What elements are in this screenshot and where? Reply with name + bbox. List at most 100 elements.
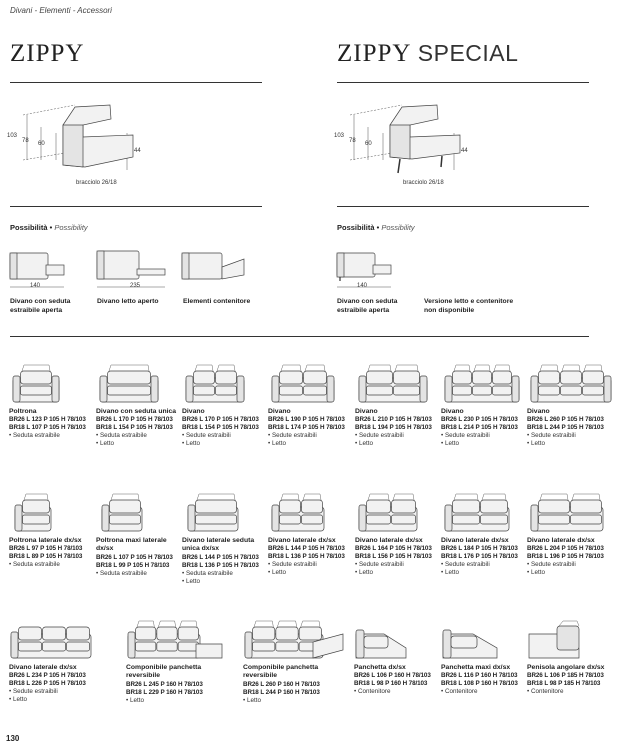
- corner-back: [556, 625, 580, 651]
- product-drawing: [530, 364, 612, 403]
- option-pullout-seat-drawing: [336, 252, 392, 288]
- product-name: Divano laterale dx/sx: [527, 537, 595, 544]
- product-dimensions: BR18 L 99 P 105 H 78/103: [96, 561, 170, 569]
- option-caption: Divano letto aperto: [97, 298, 159, 305]
- product-name: Divano: [527, 408, 550, 415]
- product-dimensions: BR26 L 245 P 160 H 78/103: [126, 680, 203, 688]
- product-dimensions: BR26 L 260 P 105 H 78/103: [527, 416, 604, 424]
- back-cushion: [22, 499, 50, 514]
- seat-cushion: [20, 385, 52, 396]
- sofa-arm: [150, 375, 159, 403]
- headrest: [367, 364, 392, 372]
- product-dimensions: BR18 L 136 P 105 H 78/103: [182, 561, 259, 569]
- sofa-arm: [530, 375, 539, 403]
- product-drawing: [12, 364, 60, 403]
- product-feature: • Letto: [441, 569, 459, 577]
- product-drawing: [10, 626, 92, 659]
- product-dimensions: BR18 L 136 P 105 H 78/103: [268, 553, 345, 561]
- divider: [10, 82, 262, 83]
- product-dimensions: BR26 L 106 P 185 H 78/103: [527, 672, 604, 680]
- sofa-armrest: [389, 124, 411, 160]
- headrest: [493, 364, 511, 372]
- back-cushion: [275, 626, 299, 641]
- back-cushion: [560, 370, 582, 385]
- dim-label: 78: [349, 138, 356, 144]
- seat-cushion: [107, 385, 151, 396]
- headrest: [571, 493, 601, 501]
- seat-cushion: [480, 514, 508, 525]
- back-cushion: [570, 499, 602, 514]
- back-cushion: [452, 370, 472, 385]
- sofa-arm: [442, 629, 452, 659]
- divider: [10, 336, 589, 337]
- sofa-arm: [99, 375, 108, 403]
- product-name: Divano laterale dx/sx: [355, 537, 423, 544]
- product-name: Poltrona laterale dx/sx: [9, 537, 82, 544]
- seat-cushion: [366, 385, 393, 396]
- option-caption: Divano con seduta estraibile aperta: [10, 298, 71, 314]
- dim-label: 235: [130, 283, 141, 289]
- product-feature: • Seduta estraibile: [9, 561, 60, 569]
- product-name: Divano: [182, 408, 205, 415]
- dim-label: 60: [365, 141, 372, 147]
- headrest: [194, 364, 214, 372]
- sofa-arm: [358, 504, 367, 532]
- product-dimensions: BR18 L 107 P 105 H 78/103: [9, 424, 86, 432]
- page-title-zippy: ZIPPY: [10, 40, 85, 67]
- product-name: Divano laterale seduta unica dx/sx: [182, 537, 255, 553]
- product-drawing: [187, 493, 239, 532]
- sofa-arm: [444, 375, 453, 403]
- back-cushion: [215, 370, 237, 385]
- product-feature: • Seduta estraibile: [9, 432, 60, 440]
- headrest: [196, 493, 236, 501]
- product-feature: • Letto: [96, 440, 114, 448]
- product-dimensions: BR18 L 156 P 105 H 78/103: [355, 553, 432, 561]
- product-drawing: [358, 364, 428, 403]
- product-dimensions: BR18 L 244 P 105 H 78/103: [527, 424, 604, 432]
- product-feature: • Letto: [9, 696, 27, 704]
- armrest-label: bracciolo 26/18: [403, 180, 444, 186]
- sofa-arm: [51, 375, 60, 403]
- back-cushion: [480, 499, 508, 514]
- headrest: [583, 364, 603, 372]
- back-cushion: [393, 370, 420, 385]
- product-dimensions: BR18 L 229 P 160 H 78/103: [126, 688, 203, 696]
- product-name: Penisola angolare dx/sx: [527, 664, 605, 671]
- product-name: Poltrona: [9, 408, 37, 415]
- product-feature: • Sedute estraibili: [355, 561, 404, 569]
- sofa-arm: [419, 375, 428, 403]
- product-feature: • Sedute estraibili: [9, 688, 58, 696]
- product-name: Divano: [268, 408, 291, 415]
- sofa-arm: [127, 631, 136, 659]
- option-storage-drawing: [181, 252, 245, 280]
- seat-cushion: [279, 385, 303, 396]
- product-dimensions: BR26 L 144 P 105 H 78/103: [182, 553, 259, 561]
- back-cushion: [42, 626, 66, 641]
- product-feature: • Seduta estraibile: [96, 569, 147, 577]
- back-cushion: [472, 370, 492, 385]
- chaise-section: [195, 643, 223, 659]
- product-dimensions: BR18 L 89 P 105 H 78/103: [9, 553, 83, 561]
- product-feature: • Letto: [243, 696, 261, 704]
- headrest: [302, 493, 322, 501]
- seat-cushion: [472, 385, 492, 396]
- back-cushion: [107, 370, 151, 385]
- headrest: [216, 364, 236, 372]
- divider: [337, 82, 589, 83]
- seat-cushion: [279, 514, 301, 525]
- sofa-arm: [326, 375, 335, 403]
- sofa-armrest: [62, 124, 84, 168]
- product-dimensions: BR18 L 154 P 105 H 78/103: [96, 424, 173, 432]
- seat-cushion: [195, 514, 237, 525]
- headrest: [481, 493, 507, 501]
- seat-cushion: [391, 514, 416, 525]
